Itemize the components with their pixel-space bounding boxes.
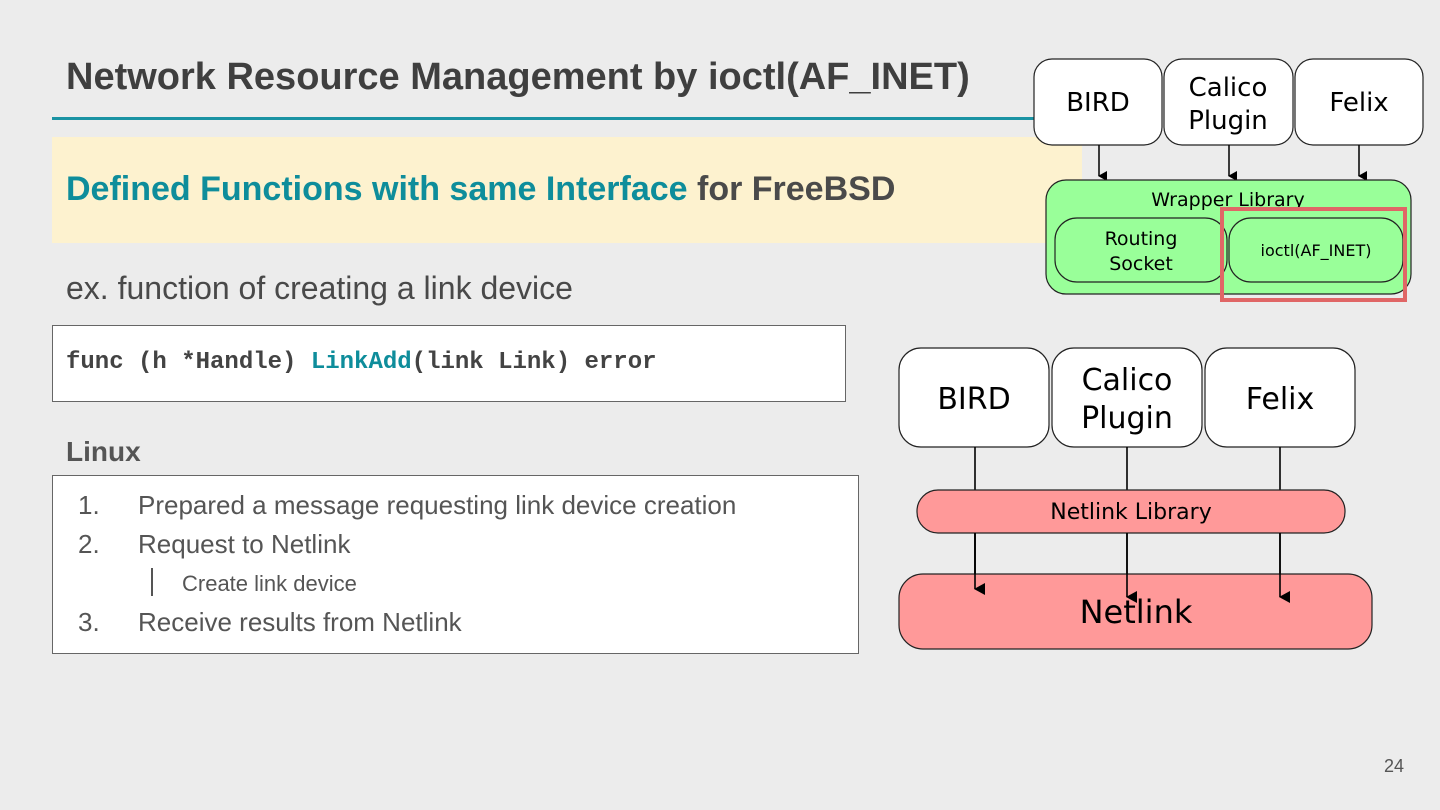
svg-text:Calico: Calico: [1082, 363, 1173, 398]
netlink-library: Netlink Library: [916, 489, 1346, 534]
freebsd-architecture-diagram: BIRD Calico Plugin Felix Wrapper Library…: [1033, 58, 1424, 302]
linux-heading: Linux: [66, 436, 141, 467]
callout-text: Defined Functions with same Interface fo…: [66, 170, 895, 209]
svg-text:Wrapper Library: Wrapper Library: [1151, 189, 1304, 211]
page-number: 24: [1384, 756, 1405, 776]
step-number: 2.: [78, 529, 100, 559]
svg-text:Socket: Socket: [1109, 253, 1173, 275]
steps-box: [52, 475, 859, 654]
code-function-name: LinkAdd: [310, 349, 412, 376]
code-suffix: (link Link) error: [411, 349, 657, 376]
svg-text:Plugin: Plugin: [1188, 106, 1268, 136]
svg-text:Felix: Felix: [1246, 382, 1315, 417]
slide-title: Network Resource Management by ioctl(AF_…: [66, 56, 970, 98]
freebsd-app-bird: BIRD: [1033, 58, 1163, 146]
routing-socket: Routing Socket: [1054, 217, 1228, 283]
code-prefix: func (h *Handle): [66, 349, 311, 376]
freebsd-app-felix: Felix: [1294, 58, 1424, 146]
linux-app-bird: BIRD: [898, 347, 1050, 448]
svg-text:Netlink: Netlink: [1080, 593, 1193, 631]
svg-text:BIRD: BIRD: [937, 382, 1010, 417]
svg-text:Calico: Calico: [1189, 73, 1268, 103]
code-box: [52, 325, 846, 402]
step-number: 1.: [78, 490, 100, 520]
substep-bar: [151, 568, 153, 596]
substep-text: Create link device: [182, 571, 357, 596]
callout-box: [52, 137, 1082, 243]
callout-highlight: Defined Functions with same Interface: [66, 170, 688, 208]
svg-text:Felix: Felix: [1329, 88, 1388, 118]
linux-architecture-diagram: BIRD Calico Plugin Felix Netlink Library…: [898, 347, 1373, 650]
freebsd-app-calico-plugin: Calico Plugin: [1163, 58, 1294, 146]
callout-rest: for FreeBSD: [687, 170, 896, 208]
svg-text:ioctl(AF_INET): ioctl(AF_INET): [1261, 241, 1372, 261]
ioctl-box: ioctl(AF_INET): [1228, 217, 1404, 283]
svg-text:Routing: Routing: [1105, 228, 1178, 250]
linux-app-felix: Felix: [1204, 347, 1356, 448]
svg-text:BIRD: BIRD: [1066, 88, 1130, 118]
step-text: Prepared a message requesting link devic…: [138, 490, 737, 520]
step-text: Request to Netlink: [138, 529, 351, 559]
svg-text:Plugin: Plugin: [1081, 401, 1173, 436]
code-signature: func (h *Handle) LinkAdd(link Link) erro…: [66, 349, 657, 376]
linux-app-calico-plugin: Calico Plugin: [1051, 347, 1203, 448]
ioctl-highlight-frame: [1220, 207, 1407, 302]
example-caption: ex. function of creating a link device: [66, 270, 573, 306]
title-underline: [52, 117, 1062, 120]
netlink-kernel: Netlink: [898, 573, 1373, 650]
step-number: 3.: [78, 607, 100, 637]
svg-text:Netlink Library: Netlink Library: [1050, 500, 1211, 525]
step-text: Receive results from Netlink: [138, 607, 462, 637]
